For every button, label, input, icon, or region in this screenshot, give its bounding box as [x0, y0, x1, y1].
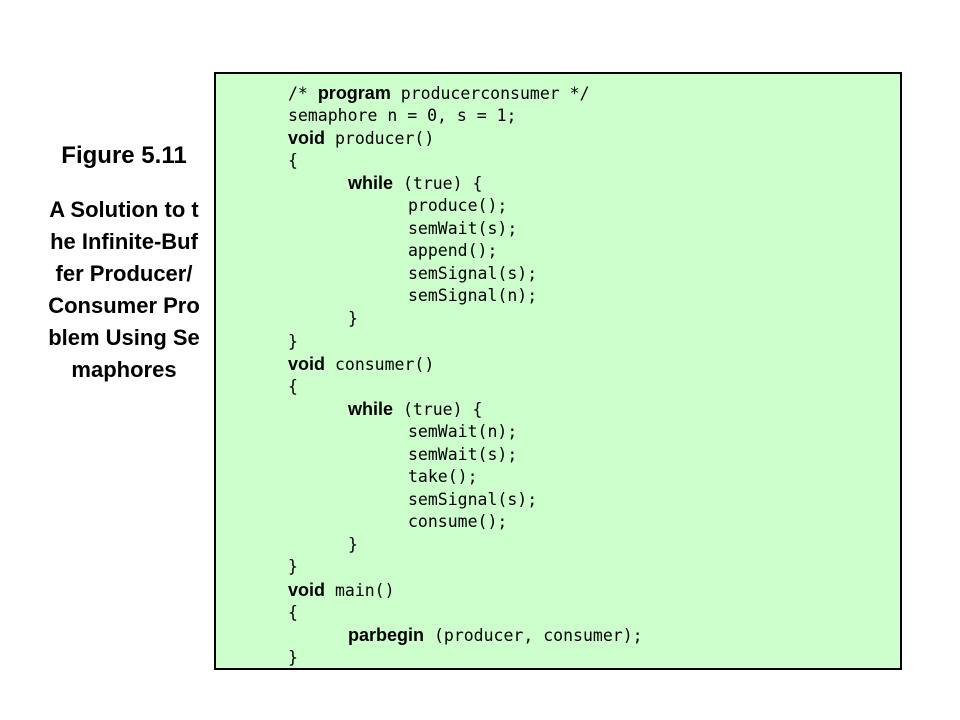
code-keyword: while: [348, 399, 394, 420]
code-line: take();: [408, 467, 478, 487]
code-keyword: while: [348, 173, 394, 194]
code-keyword: parbegin: [348, 625, 425, 646]
figure-title: Figure 5.11: [61, 142, 187, 169]
code-line: {: [288, 602, 298, 622]
code-line: consume();: [408, 512, 508, 532]
code-line: semaphore n = 0, s = 1;: [288, 105, 517, 125]
code-keyword: void: [288, 580, 326, 601]
code-line: }: [288, 331, 298, 351]
code-line: /* program producerconsumer */: [288, 83, 590, 103]
code-keyword: void: [288, 128, 326, 149]
code-line: {: [288, 376, 298, 396]
code-line: semWait(s);: [408, 218, 518, 238]
code-listing-box: /* program producerconsumer */ semaphore…: [214, 72, 902, 670]
code-line: parbegin (producer, consumer);: [348, 625, 643, 646]
code-line: semSignal(n);: [408, 286, 538, 306]
code-line: }: [348, 534, 358, 554]
code-line: append();: [408, 241, 498, 261]
code-line: semSignal(s);: [408, 489, 538, 509]
code-line: void main(): [288, 580, 395, 601]
code-listing: /* program producerconsumer */ semaphore…: [288, 82, 643, 669]
code-line: }: [288, 647, 298, 667]
figure-caption: Figure 5.11 A Solution to the Infinite-B…: [48, 140, 200, 386]
code-line: while (true) {: [348, 399, 483, 420]
code-line: {: [288, 150, 298, 170]
code-line: void producer(): [288, 128, 435, 149]
code-keyword: program: [317, 83, 391, 103]
code-keyword: void: [288, 354, 326, 375]
figure-description: A Solution to the Infinite-Buffer Produc…: [48, 197, 200, 382]
code-line: semWait(n);: [408, 421, 518, 441]
code-line: semWait(s);: [408, 444, 518, 464]
code-line: }: [288, 557, 298, 577]
code-line: void consumer(): [288, 354, 435, 375]
code-line: semSignal(s);: [408, 263, 538, 283]
code-line: while (true) {: [348, 173, 483, 194]
code-line: produce();: [408, 195, 508, 215]
code-line: }: [348, 308, 358, 328]
